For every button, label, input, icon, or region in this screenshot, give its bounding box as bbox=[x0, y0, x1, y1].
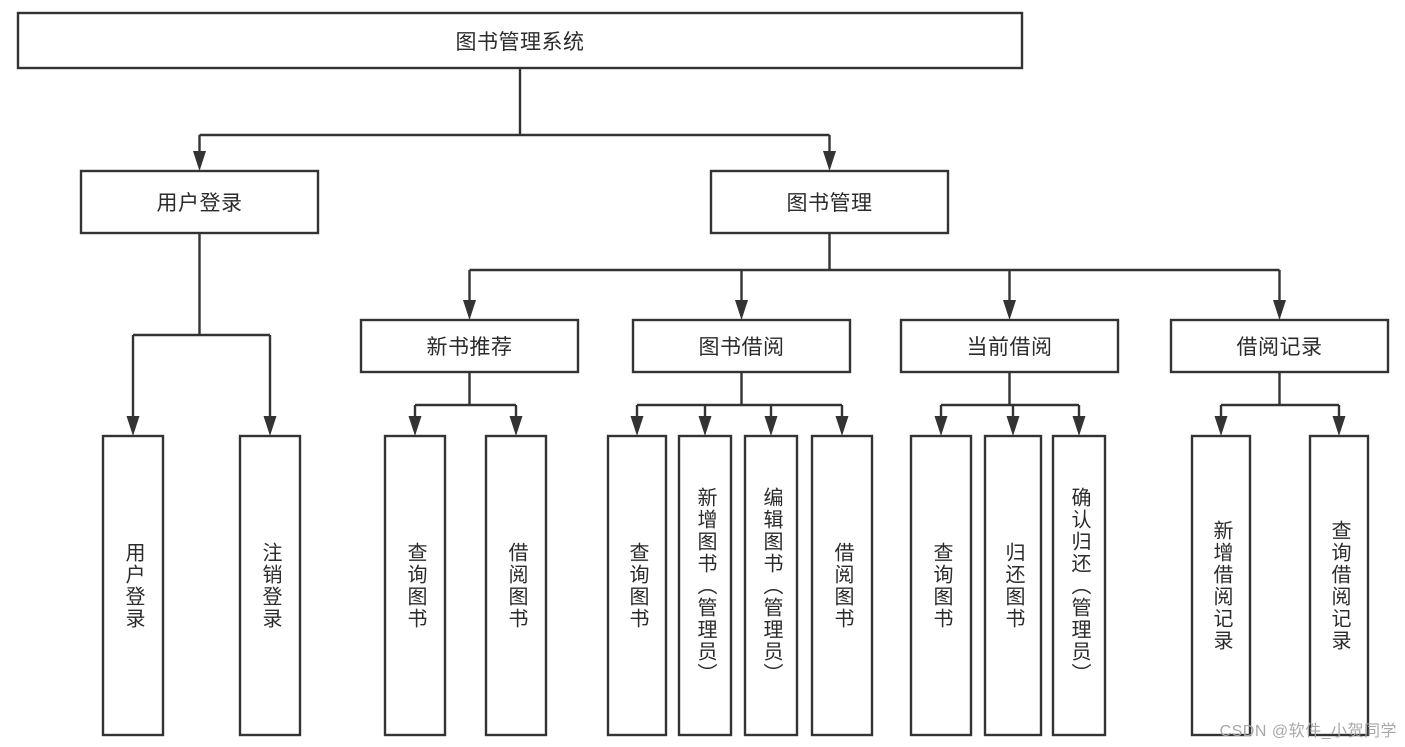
node-box-leaf-user-login[interactable] bbox=[101, 434, 165, 737]
node-root[interactable] bbox=[18, 13, 1022, 68]
node-box-leaf-borrow-book-recommend[interactable] bbox=[484, 434, 548, 737]
arrow-head-leaf-borrow-book-recommend bbox=[509, 416, 523, 436]
arrow-head-leaf-query-book-current bbox=[934, 416, 948, 436]
node-box-leaf-add-book-admin[interactable] bbox=[677, 434, 733, 737]
node-box-current-borrow[interactable] bbox=[899, 318, 1120, 374]
node-box-leaf-borrow-book[interactable] bbox=[810, 434, 874, 737]
arrow-head-new-book-recommend bbox=[463, 300, 476, 320]
node-leaf-user-login[interactable] bbox=[103, 436, 163, 735]
node-book-borrow[interactable] bbox=[633, 320, 850, 372]
arrow-head-borrow-record bbox=[1273, 300, 1286, 320]
node-book-management[interactable] bbox=[711, 171, 948, 233]
node-current-borrow[interactable] bbox=[901, 320, 1118, 372]
arrow-head-leaf-confirm-return-admin bbox=[1072, 416, 1086, 436]
node-box-leaf-return-book[interactable] bbox=[983, 434, 1043, 737]
node-box-leaf-query-book-borrow[interactable] bbox=[606, 434, 668, 737]
node-box-borrow-record[interactable] bbox=[1169, 318, 1390, 374]
arrow-head-leaf-query-borrow-record bbox=[1332, 416, 1346, 436]
arrow-head-book-borrow bbox=[735, 300, 748, 320]
arrow-head-leaf-add-book-admin bbox=[698, 416, 712, 436]
node-leaf-edit-book-admin[interactable] bbox=[745, 436, 797, 735]
arrow-head-leaf-query-book-borrow bbox=[630, 416, 644, 436]
node-leaf-add-borrow-record[interactable] bbox=[1192, 436, 1250, 735]
node-box-leaf-logout-login[interactable] bbox=[238, 434, 302, 737]
arrow-head-leaf-logout-login bbox=[263, 416, 277, 436]
node-leaf-borrow-book-recommend[interactable] bbox=[486, 436, 546, 735]
node-box-user-login[interactable] bbox=[79, 169, 320, 235]
arrow-head-leaf-add-borrow-record bbox=[1214, 416, 1228, 436]
node-box-leaf-edit-book-admin[interactable] bbox=[743, 434, 799, 737]
arrow-head-user-login bbox=[193, 151, 206, 171]
node-leaf-borrow-book[interactable] bbox=[812, 436, 872, 735]
arrow-head-leaf-return-book bbox=[1006, 416, 1020, 436]
node-leaf-logout-login[interactable] bbox=[240, 436, 300, 735]
node-box-leaf-query-borrow-record[interactable] bbox=[1308, 434, 1370, 737]
node-box-leaf-query-book-current[interactable] bbox=[909, 434, 973, 737]
node-leaf-query-book-recommend[interactable] bbox=[385, 436, 445, 735]
node-new-book-recommend[interactable] bbox=[361, 320, 578, 372]
node-box-leaf-add-borrow-record[interactable] bbox=[1190, 434, 1252, 737]
node-box-leaf-query-book-recommend[interactable] bbox=[383, 434, 447, 737]
connector-layer bbox=[126, 68, 1346, 436]
node-leaf-query-book-current[interactable] bbox=[911, 436, 971, 735]
node-leaf-query-book-borrow[interactable] bbox=[608, 436, 666, 735]
node-borrow-record[interactable] bbox=[1171, 320, 1388, 372]
node-box-book-borrow[interactable] bbox=[631, 318, 852, 374]
arrow-head-book-management bbox=[823, 151, 836, 171]
arrow-head-current-borrow bbox=[1003, 300, 1016, 320]
node-box-root[interactable] bbox=[16, 11, 1024, 70]
arrow-head-leaf-user-login bbox=[126, 416, 140, 436]
node-user-login[interactable] bbox=[81, 171, 318, 233]
arrow-head-leaf-query-book-recommend bbox=[408, 416, 422, 436]
node-leaf-confirm-return-admin[interactable] bbox=[1053, 436, 1105, 735]
node-leaf-query-borrow-record[interactable] bbox=[1310, 436, 1368, 735]
node-leaf-return-book[interactable] bbox=[985, 436, 1041, 735]
node-leaf-add-book-admin[interactable] bbox=[679, 436, 731, 735]
node-box-layer bbox=[16, 11, 1390, 737]
arrow-head-leaf-borrow-book bbox=[835, 416, 849, 436]
node-box-new-book-recommend[interactable] bbox=[359, 318, 580, 374]
node-box-leaf-confirm-return-admin[interactable] bbox=[1051, 434, 1107, 737]
arrow-head-leaf-edit-book-admin bbox=[764, 416, 778, 436]
node-box-book-management[interactable] bbox=[709, 169, 950, 235]
